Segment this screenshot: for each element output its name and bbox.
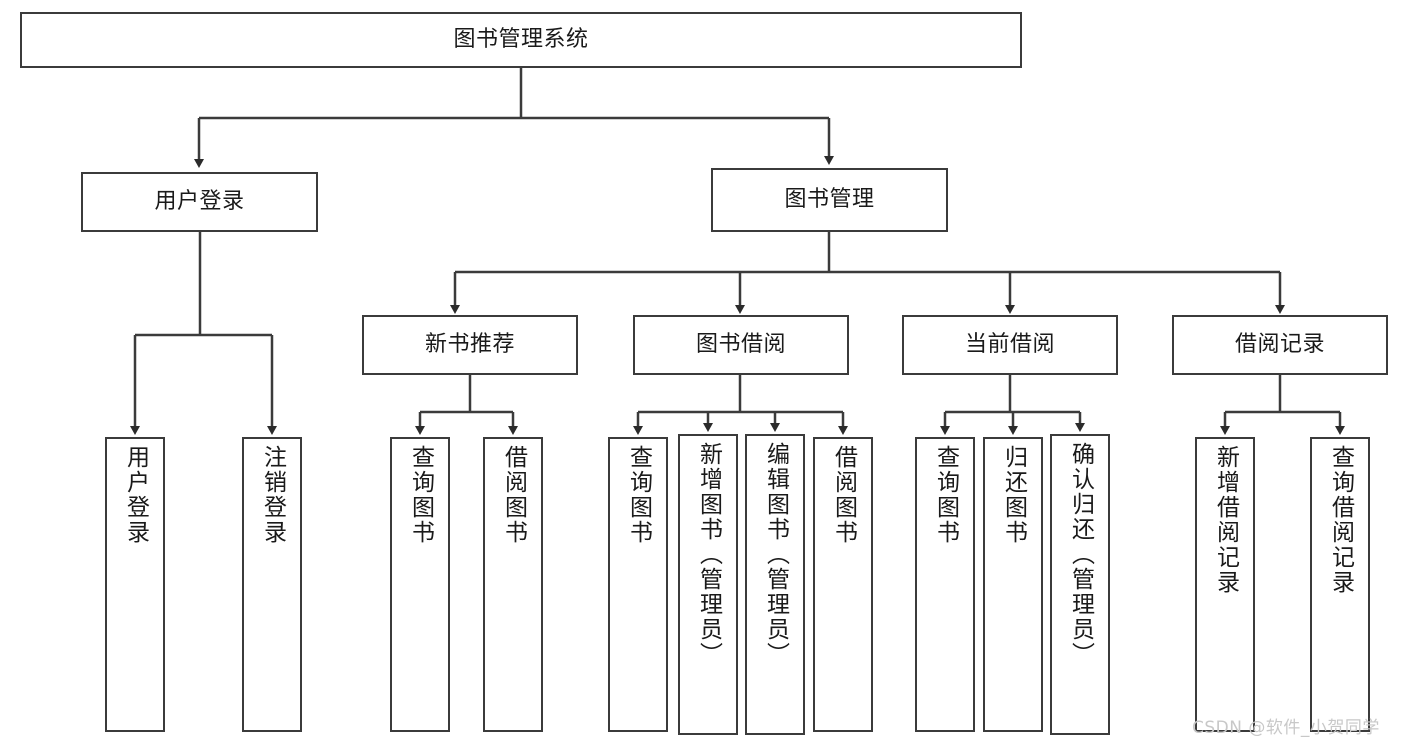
node-leaf-borrow-book-label: 借阅图书: [830, 445, 857, 545]
csdn-watermark: CSDN @软件_小贺同学: [1192, 718, 1380, 738]
node-leaf-add-record-label: 新增借阅记录: [1212, 445, 1239, 595]
node-leaf-query-book-cur[interactable]: 查询图书: [915, 437, 975, 732]
node-book-manage[interactable]: 图书管理: [711, 168, 948, 232]
node-leaf-return-book[interactable]: 归还图书: [983, 437, 1043, 732]
node-leaf-query-book[interactable]: 查询图书: [608, 437, 668, 732]
node-leaf-confirm-return[interactable]: 确认归还（管理员）: [1050, 434, 1110, 735]
node-leaf-user-login-label: 用户登录: [122, 445, 149, 545]
node-leaf-borrow-book[interactable]: 借阅图书: [813, 437, 873, 732]
node-leaf-query-book-label: 查询图书: [625, 445, 652, 545]
node-leaf-return-book-label: 归还图书: [1000, 445, 1027, 545]
node-book-manage-label: 图书管理: [784, 187, 875, 213]
node-leaf-add-book[interactable]: 新增图书（管理员）: [678, 434, 738, 735]
node-leaf-borrow-book-rec[interactable]: 借阅图书: [483, 437, 543, 732]
node-new-book-rec-label: 新书推荐: [424, 332, 515, 358]
node-root[interactable]: 图书管理系统: [20, 12, 1022, 68]
node-current-borrow[interactable]: 当前借阅: [902, 315, 1118, 375]
node-book-borrow[interactable]: 图书借阅: [633, 315, 849, 375]
node-user-login[interactable]: 用户登录: [81, 172, 318, 232]
node-borrow-record-label: 借阅记录: [1234, 332, 1325, 358]
node-leaf-edit-book-label: 编辑图书（管理员）: [762, 442, 789, 667]
node-leaf-add-record[interactable]: 新增借阅记录: [1195, 437, 1255, 732]
node-leaf-logout-label: 注销登录: [259, 445, 286, 545]
node-leaf-query-record-label: 查询借阅记录: [1327, 445, 1354, 595]
node-leaf-query-book-rec-label: 查询图书: [407, 445, 434, 545]
node-leaf-logout[interactable]: 注销登录: [242, 437, 302, 732]
node-current-borrow-label: 当前借阅: [964, 332, 1055, 358]
node-leaf-user-login[interactable]: 用户登录: [105, 437, 165, 732]
node-leaf-borrow-book-rec-label: 借阅图书: [500, 445, 527, 545]
node-root-label: 图书管理系统: [453, 27, 589, 53]
node-user-login-label: 用户登录: [154, 189, 245, 215]
node-leaf-confirm-return-label: 确认归还（管理员）: [1067, 442, 1094, 667]
node-new-book-rec[interactable]: 新书推荐: [362, 315, 578, 375]
node-borrow-record[interactable]: 借阅记录: [1172, 315, 1388, 375]
node-leaf-query-book-cur-label: 查询图书: [932, 445, 959, 545]
node-leaf-query-book-rec[interactable]: 查询图书: [390, 437, 450, 732]
node-leaf-add-book-label: 新增图书（管理员）: [695, 442, 722, 667]
node-leaf-query-record[interactable]: 查询借阅记录: [1310, 437, 1370, 732]
node-book-borrow-label: 图书借阅: [695, 332, 786, 358]
node-leaf-edit-book[interactable]: 编辑图书（管理员）: [745, 434, 805, 735]
